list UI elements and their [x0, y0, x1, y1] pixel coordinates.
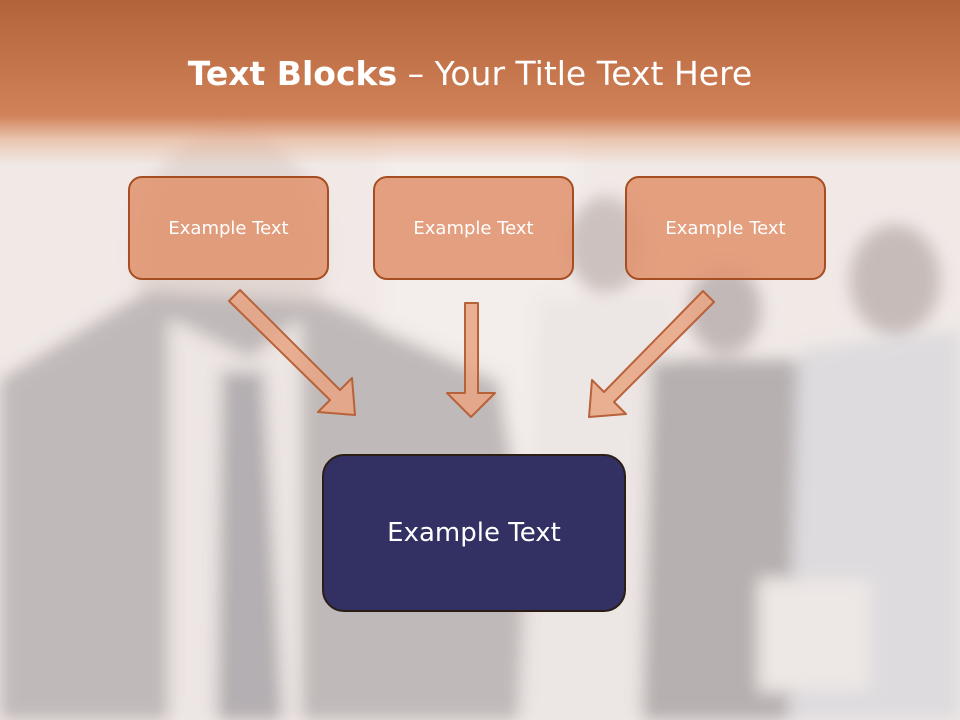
text-block-3-label: Example Text	[665, 217, 786, 239]
text-block-3[interactable]: Example Text	[625, 176, 826, 280]
slide-title: Text Blocks – Your Title Text Here	[0, 52, 940, 96]
target-block-label: Example Text	[387, 518, 561, 548]
target-block[interactable]: Example Text	[322, 454, 626, 612]
arrow-right	[588, 290, 715, 418]
title-dash: –	[397, 54, 435, 93]
text-block-2[interactable]: Example Text	[373, 176, 574, 280]
arrow-left	[228, 289, 356, 416]
text-block-1[interactable]: Example Text	[128, 176, 329, 280]
title-band	[0, 0, 960, 165]
title-bold-part: Text Blocks	[187, 54, 398, 93]
text-block-2-label: Example Text	[413, 217, 534, 239]
title-rest-part: Your Title Text Here	[434, 54, 753, 93]
text-block-1-label: Example Text	[168, 217, 289, 239]
arrow-center	[446, 302, 496, 418]
